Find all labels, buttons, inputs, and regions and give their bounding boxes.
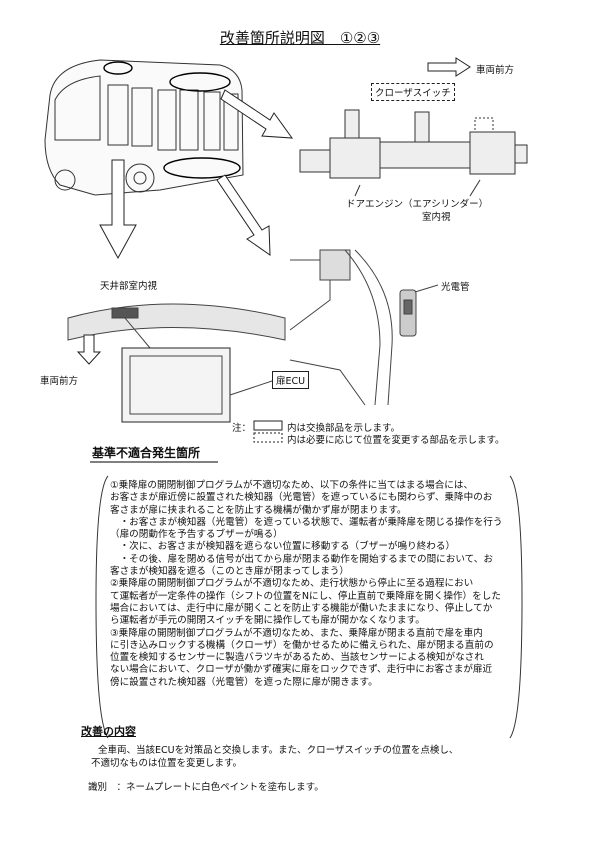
- door-engine-illustration: [299, 109, 528, 197]
- arrow-to-door-engine: [220, 89, 294, 139]
- description-line: 場合においては、走行中に扉が開くことを防止する機能が働いたままになり、停止してか: [110, 602, 493, 614]
- defect-description: ①乗降扉の開閉制御プログラムが不適切なため、以下の条件に当てはまる場合には、 お…: [110, 480, 520, 689]
- improvement-heading: 改善の内容: [81, 725, 136, 738]
- identification-text: 識別 ：ネームプレートに白色ペイントを塗布します。: [88, 782, 324, 793]
- legend-note-label: 注：: [232, 423, 252, 434]
- door-photo-illustration: [289, 249, 439, 406]
- door-ecu-label: 扉ECU: [272, 371, 310, 389]
- arrow-to-ceiling: [99, 159, 137, 260]
- nonconformity-location-label: 基準不適合発生箇所: [92, 446, 201, 460]
- description-line: 傍に設置された検知器（光電管）を遮った際に扉が開きます。: [110, 676, 378, 688]
- legend-dashed-box: [253, 432, 283, 443]
- description-line: 客さまが扉に挟まれることを防止する機構が働かず扉が閉まります。: [110, 504, 407, 516]
- improvement-line-1: 全車両、当該ECUを対策品と交換します。また、クローザスイッチの位置を点検し、: [98, 745, 459, 756]
- page-title: 改善箇所説明図 ①②③: [219, 29, 381, 47]
- front-direction-label: 車両前方: [476, 65, 515, 76]
- description-line: ・次に、お客さまが検知器を遮らない位置に移動する（ブザーが鳴り終わる）: [110, 541, 456, 553]
- right-bracket: [509, 475, 523, 739]
- description-line: お客さまが扉近傍に設置された検知器（光電管）を遮っているにも関わらず、乗降中のお: [110, 492, 493, 504]
- legend-relocated-text: 内は必要に応じて位置を変更する部品を示します。: [287, 435, 505, 446]
- description-line: ③乗降扉の開閉制御プログラムが不適切なため、また、乗降扉が閉まる直前で扉を車内: [110, 627, 483, 639]
- description-line: て運転者が一定条件の操作（シフトの位置をNにし、停止直前で乗降扉を開く操作）をし…: [110, 590, 501, 602]
- description-line: 位置を検知するセンサーに製造バラツキがあるため、当該センサーによる検知がなされ: [110, 652, 484, 664]
- photo-sensor-label: 光電管: [441, 282, 470, 293]
- ceiling-illustration: [67, 303, 286, 423]
- ceiling-view-label: 天井部室内視: [100, 281, 158, 292]
- description-line: ②乗降扉の開閉制御プログラムが不適切なため、走行状態から停止に至る過程におい: [110, 578, 474, 590]
- legend-solid-box: [253, 420, 283, 431]
- bus-illustration: [44, 59, 244, 196]
- front-direction-left-label: 車両前方: [40, 376, 79, 387]
- description-line: ・お客さまが検知器（光電管）を遮っている状態で、運転者が乗降扉を閉じる操作を行う: [110, 516, 503, 528]
- highlight-ellipse: [103, 61, 133, 75]
- description-line: 客さまが検知器を遮る（このとき扉が閉まってしまう）: [110, 566, 349, 578]
- improvement-line-2: 不適切なものは位置を変更します。: [91, 758, 243, 769]
- interior-view-label: 室内視: [422, 212, 451, 223]
- arrow-to-photo-sensor: [216, 174, 271, 256]
- front-direction-arrow: [427, 57, 471, 77]
- description-line: ・その後、扉を閉める信号が出てから扉が閉まる動作を開始するまでの間において、お: [110, 553, 493, 565]
- closer-switch-label: クローザスイッチ: [371, 83, 455, 101]
- description-line: ①乗降扉の開閉制御プログラムが不適切なため、以下の条件に当てはまる場合には、: [110, 480, 474, 491]
- door-engine-label: ドアエンジン（エアシリンダー）: [346, 199, 489, 210]
- description-line: （扉の閉動作を予告するブザーが鳴る）: [110, 529, 283, 541]
- door-ecu-unit: [121, 347, 231, 423]
- left-bracket: [95, 475, 109, 739]
- description-line: に引き込みロックする機構（クローザ）を働かせるために備えられた、扉が閉まる直前の: [110, 639, 494, 651]
- description-line: ない場合において、クローザが働かず確実に扉をロックできず、走行中にお客さまが扉近: [110, 664, 493, 676]
- description-line: ら運転者が手元の開閉スイッチを開に操作しても扉が開かなくなります。: [110, 615, 425, 627]
- highlight-ellipse: [163, 157, 241, 179]
- legend-replaced-text: 内は交換部品を示します。: [287, 423, 401, 434]
- highlight-ellipse: [169, 72, 231, 92]
- down-arrow-left: [76, 334, 102, 365]
